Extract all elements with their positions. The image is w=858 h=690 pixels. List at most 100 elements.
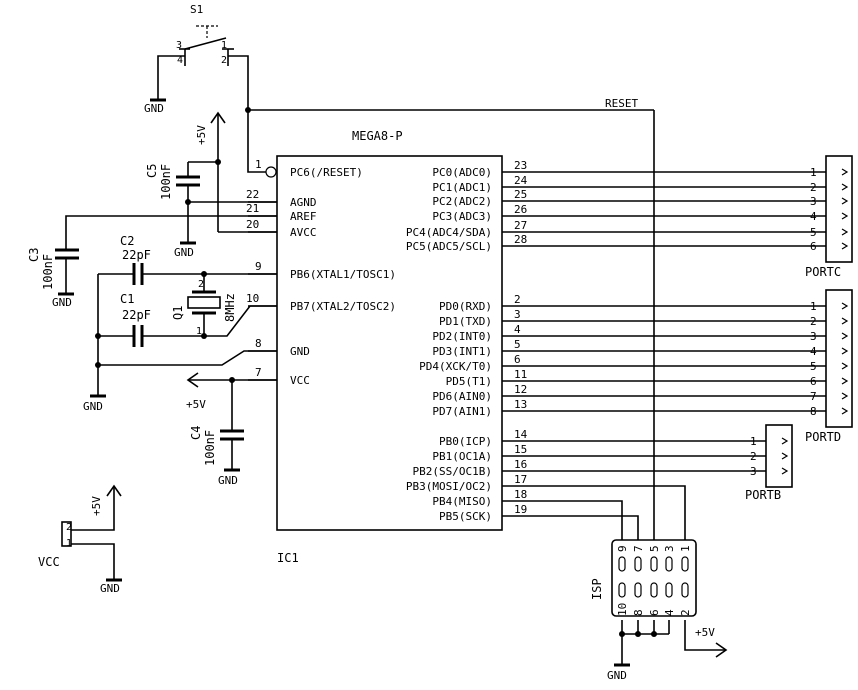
pin-number: 7: [255, 366, 262, 379]
portd-name: PORTD: [805, 430, 841, 444]
gnd-label: GND: [52, 296, 72, 309]
gnd-label: GND: [144, 102, 164, 115]
gnd-label: GND: [607, 669, 627, 682]
pin-label: PD0(RXD): [439, 300, 492, 313]
pin-number: 27: [514, 219, 527, 232]
crystal-oscillator: C2 22pF C1 22pF GND 2 1 Q1 8MHz: [83, 234, 277, 413]
c3-value: 100nF: [41, 254, 55, 290]
pin-label: PB1(OC1A): [432, 450, 492, 463]
gnd-label: GND: [174, 246, 194, 259]
header-pin-mark: [841, 302, 849, 310]
header-pin-number: 2: [810, 315, 817, 328]
pin-number: 8: [255, 337, 262, 350]
switch-pin-4: 4: [177, 55, 183, 66]
pin-label: PB0(ICP): [439, 435, 492, 448]
isp-pin-number: 1: [679, 545, 692, 552]
header-pin-number: 3: [810, 195, 817, 208]
ic-left-pins: 1PC6(/RESET)22AGND21AREF20AVCC9PB6(XTAL1…: [246, 158, 396, 387]
q1-value: 8MHz: [223, 293, 237, 322]
pin-number: 22: [246, 188, 259, 201]
switch-pin-1: 1: [221, 40, 227, 51]
plus5v-label: +5V: [695, 626, 715, 639]
header-body: [825, 155, 853, 263]
mosi-wire: [502, 485, 686, 540]
pin-label: PC3(ADC3): [432, 210, 492, 223]
header-pin-number: 1: [810, 166, 817, 179]
isp-body: [611, 539, 697, 617]
pin-number: 1: [255, 158, 262, 171]
header-pin-number: 5: [810, 360, 817, 373]
plus5v-label: +5V: [195, 125, 208, 145]
header-pin-mark: [841, 347, 849, 355]
pin-number: 26: [514, 203, 527, 216]
switch-s1: S1 3 1 4 2 GND: [144, 3, 249, 115]
pin-number: 15: [514, 443, 527, 456]
c5-name: C5: [145, 164, 159, 178]
c3-name: C3: [27, 248, 41, 262]
header-pin-number: 4: [810, 210, 817, 223]
pin-number: 23: [514, 159, 527, 172]
pin-number: 10: [246, 292, 259, 305]
header-pin-number: 5: [810, 226, 817, 239]
vcc-supply: +5V GND C4 100nF: [186, 372, 277, 487]
pin-number: 4: [514, 323, 521, 336]
gnd-label: GND: [83, 400, 103, 413]
pin-label: PD4(XCK/T0): [419, 360, 492, 373]
pin-label: PC1(ADC1): [432, 181, 492, 194]
isp-pin-number: 9: [616, 545, 629, 552]
isp-pin-number: 3: [663, 545, 676, 552]
pin-label: PB4(MISO): [432, 495, 492, 508]
miso-wire: [502, 500, 623, 540]
gnd-label: GND: [218, 474, 238, 487]
isp-wiring: GND +5V: [607, 620, 728, 682]
reset-inverter-bubble: [265, 166, 277, 178]
header-pin-number: 7: [810, 390, 817, 403]
portc-name: PORTC: [805, 265, 841, 279]
pin-number: 17: [514, 473, 527, 486]
reset-net-label: RESET: [605, 97, 638, 110]
pin-label: PD3(INT1): [432, 345, 492, 358]
pin-label: PC2(ADC2): [432, 195, 492, 208]
vcc-connector: 2 1 +5V GND VCC: [38, 484, 122, 595]
switch-pin-2: 2: [221, 55, 227, 66]
pin-label: PC4(ADC4/SDA): [406, 226, 492, 239]
pin-number: 13: [514, 398, 527, 411]
header-pin-mark: [841, 317, 849, 325]
header-pin-mark: [781, 467, 789, 475]
pin-label: PD6(AIN0): [432, 390, 492, 403]
portb-name: PORTB: [745, 488, 781, 502]
header-pin-number: 1: [750, 435, 757, 448]
portb-header: 1 2 3: [750, 424, 793, 488]
sck-wire: [502, 515, 639, 540]
pin-number: 20: [246, 218, 259, 231]
isp-pin-number: 5: [648, 545, 661, 552]
c5-value: 100nF: [159, 164, 173, 200]
isp-pin-bottom: [650, 582, 658, 598]
pin-label: PC0(ADC0): [432, 166, 492, 179]
header-pin-number: 6: [810, 240, 817, 253]
reset-net: RESET: [245, 97, 655, 540]
pin-number: 9: [255, 260, 262, 273]
ic-ref: IC1: [277, 551, 299, 565]
isp-pin-bottom: [681, 582, 689, 598]
c1-name: C1: [120, 292, 134, 306]
pin-label: AGND: [290, 196, 317, 209]
header-pin-mark: [841, 332, 849, 340]
header-pin-mark: [841, 197, 849, 205]
isp-pin-top: [634, 556, 642, 572]
q1-pin1: 1: [196, 326, 202, 337]
header-pin-number: 3: [750, 465, 757, 478]
header-body: [765, 424, 793, 488]
pin-number: 6: [514, 353, 521, 366]
isp-pin-number: 2: [679, 609, 692, 616]
ic-name: MEGA8-P: [352, 129, 403, 143]
header-pin-number: 2: [750, 450, 757, 463]
isp-pin-number: 10: [616, 603, 629, 616]
pin-label: PB7(XTAL2/TOSC2): [290, 300, 396, 313]
pin-number: 5: [514, 338, 521, 351]
